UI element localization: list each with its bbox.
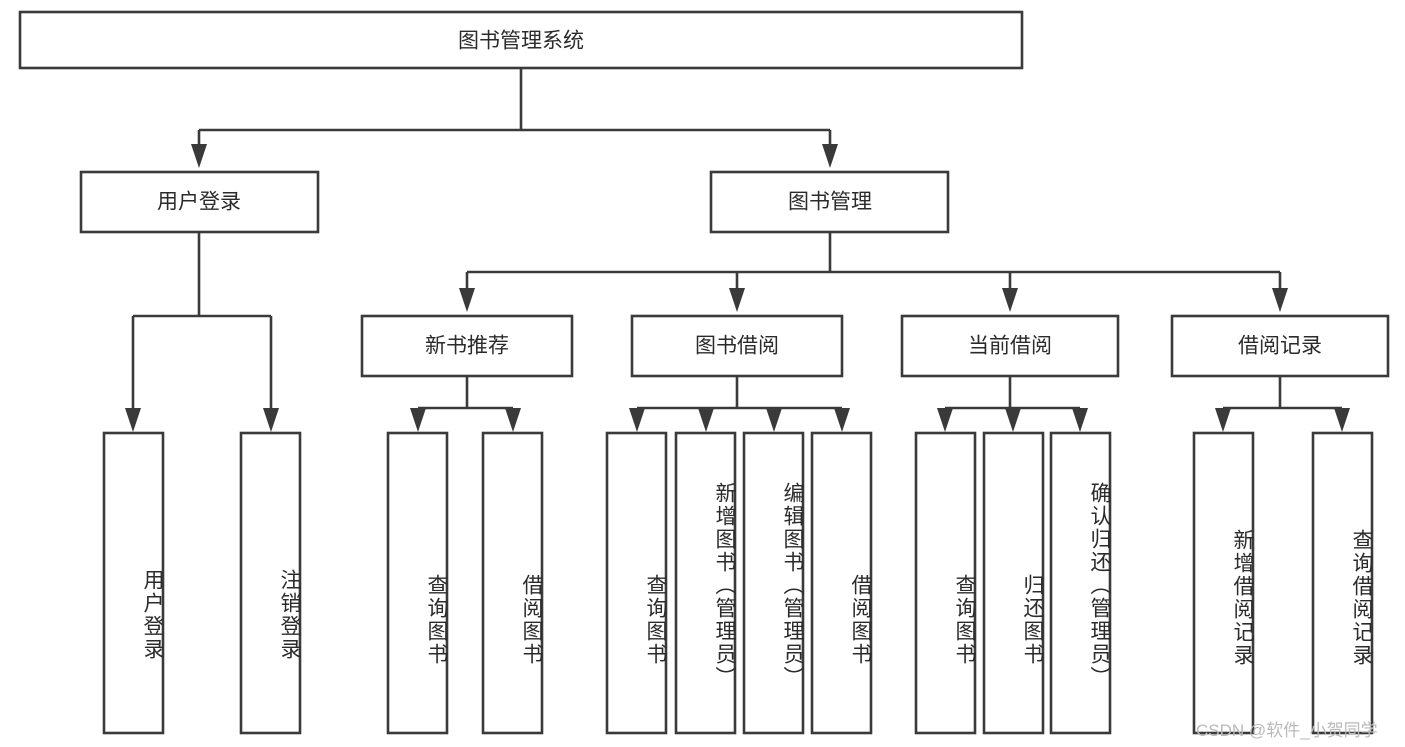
label-book-borrow: 图书借阅 — [695, 335, 779, 358]
node-book-management[interactable] — [709, 170, 950, 234]
leaf-new-book-recommend-1[interactable] — [481, 431, 544, 735]
arrowhead-nbr-leaf1 — [410, 408, 426, 432]
connector-group-borrow-record — [1215, 376, 1350, 432]
csdn-watermark: CSDN @软件_小贺同学 — [1196, 721, 1378, 740]
arrowhead-bb-leaf2 — [698, 408, 714, 432]
leaf-borrow-record-0[interactable] — [1192, 431, 1255, 735]
arrowhead-bb-leaf4 — [834, 408, 850, 432]
arrowhead-nbr-leaf2 — [505, 408, 521, 432]
node-current-borrow[interactable] — [900, 314, 1120, 378]
leaf-book-borrow-0[interactable] — [605, 431, 668, 735]
label-book-management: 图书管理 — [788, 191, 872, 214]
arrowhead-borrow-record — [1272, 288, 1288, 312]
connector-group-current-borrow — [937, 376, 1088, 432]
leaf-new-book-recommend-0[interactable] — [386, 431, 449, 735]
arrowhead-br-leaf2 — [1334, 408, 1350, 432]
node-borrow-record[interactable] — [1170, 314, 1390, 378]
arrowhead-bb-leaf3 — [766, 408, 782, 432]
arrowhead-cb-leaf2 — [1005, 408, 1021, 432]
leaf-user-login-0[interactable] — [102, 431, 165, 735]
node-root[interactable] — [18, 10, 1024, 70]
arrowhead-book-mgmt — [822, 144, 838, 168]
arrowhead-cb-leaf1 — [937, 408, 953, 432]
arrowhead-new-book-recommend — [459, 288, 475, 312]
leaf-current-borrow-1[interactable] — [982, 431, 1045, 735]
leaf-book-borrow-3[interactable] — [810, 431, 873, 735]
leaf-current-borrow-2[interactable] — [1049, 431, 1112, 735]
node-user-login[interactable] — [79, 170, 320, 234]
leaf-book-borrow-1[interactable] — [674, 431, 737, 735]
arrowhead-br-leaf1 — [1215, 408, 1231, 432]
connector-group-new-book-recommend — [410, 376, 521, 432]
label-borrow-record: 借阅记录 — [1238, 335, 1322, 358]
leaf-borrow-record-1[interactable] — [1311, 431, 1374, 735]
leaf-current-borrow-0[interactable] — [914, 431, 977, 735]
label-current-borrow: 当前借阅 — [968, 335, 1052, 358]
connector-group-book-mgmt — [459, 232, 1288, 312]
connector-group-root — [191, 68, 838, 168]
connector-group-user-login — [125, 232, 279, 432]
arrowhead-leaf-logout — [263, 408, 279, 432]
arrowhead-user-login — [191, 144, 207, 168]
arrowhead-cb-leaf3 — [1072, 408, 1088, 432]
arrowhead-bb-leaf1 — [629, 408, 645, 432]
connector-group-book-borrow — [629, 376, 850, 432]
leaf-book-borrow-2[interactable] — [742, 431, 805, 735]
node-book-borrow[interactable] — [630, 314, 844, 378]
arrowhead-current-borrow — [1002, 288, 1018, 312]
label-new-book-recommend: 新书推荐 — [425, 335, 509, 358]
arrowhead-leaf-user-login — [125, 408, 141, 432]
leaf-user-login-1[interactable] — [239, 431, 302, 735]
label-root: 图书管理系统 — [458, 30, 584, 53]
node-new-book-recommend[interactable] — [360, 314, 574, 378]
arrowhead-book-borrow — [729, 288, 745, 312]
label-user-login: 用户登录 — [157, 191, 241, 214]
